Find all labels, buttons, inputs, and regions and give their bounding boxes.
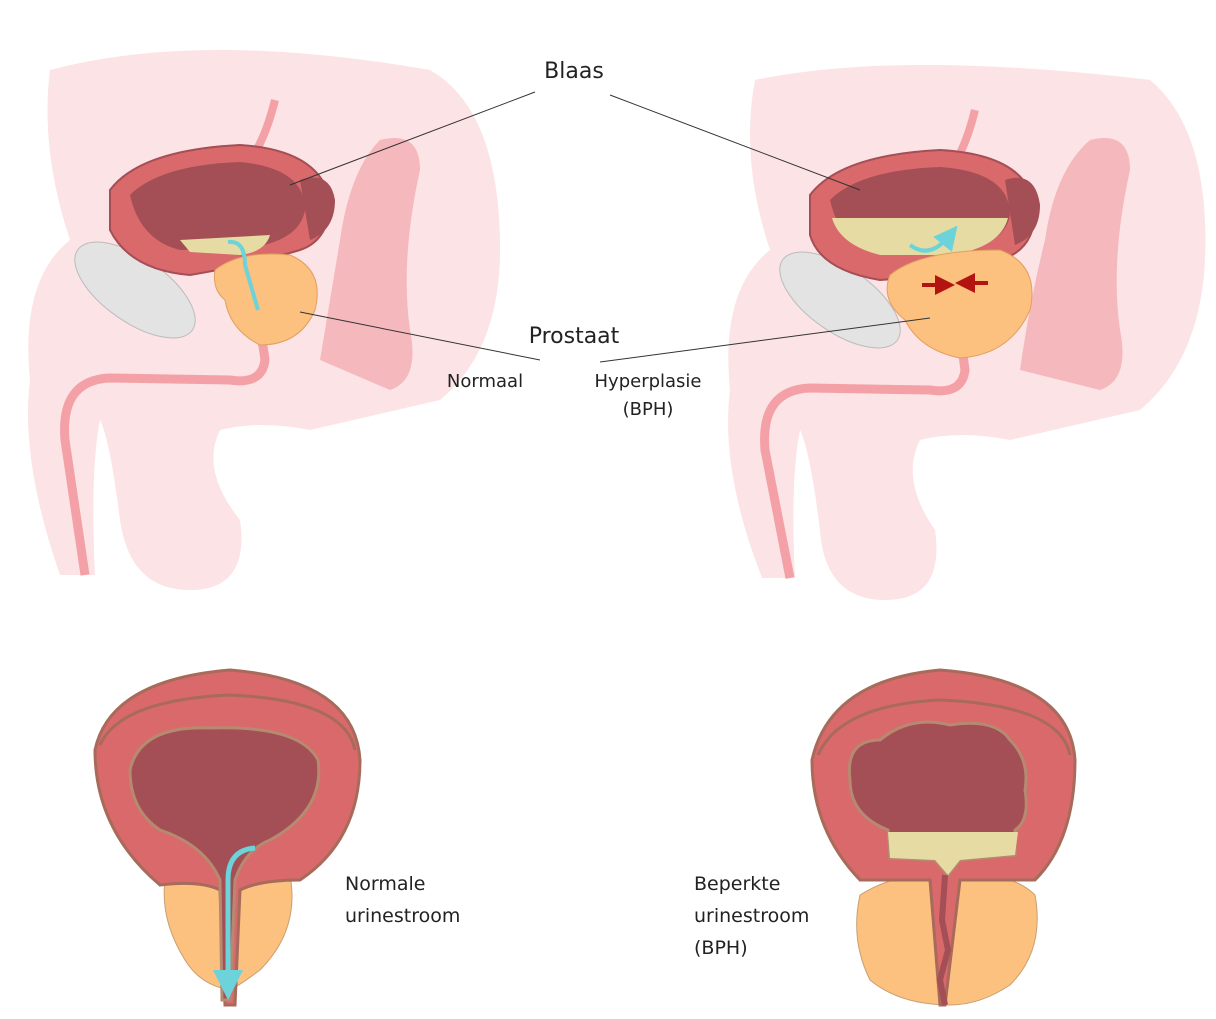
residual-urine	[888, 832, 1018, 875]
seminal-vesicle	[300, 177, 335, 240]
urine	[180, 235, 270, 255]
label-hyperplasia-abbr: (BPH)	[623, 399, 674, 420]
bladder-rim	[816, 698, 1072, 756]
seminal-vesicle	[1005, 177, 1040, 245]
label-restricted-flow-1: Beperkte	[694, 873, 780, 895]
normal-flow-arrow	[213, 845, 256, 1000]
label-restricted-flow-2: urinestroom	[694, 905, 809, 927]
label-restricted-flow-3: (BPH)	[694, 937, 748, 959]
bladder-lumen	[128, 726, 321, 1002]
normal-anatomy	[28, 50, 500, 590]
compressed-urethra	[936, 874, 952, 1006]
bladder-lumen	[130, 162, 305, 250]
rectum	[320, 138, 420, 390]
label-normal-flow-2: urinestroom	[345, 905, 460, 927]
label-prostate: Prostaat	[529, 324, 620, 349]
prostate-enlarged	[886, 249, 1033, 359]
urine-flow-arrow	[227, 239, 260, 311]
bph-cross-section	[810, 668, 1077, 1007]
leader-lines	[289, 91, 931, 363]
bph-anatomy	[728, 65, 1206, 600]
label-bladder: Blaas	[544, 59, 604, 84]
urine	[832, 218, 1008, 255]
rectum	[1020, 138, 1130, 390]
backflow-arrow	[908, 225, 958, 253]
label-normal: Normaal	[447, 371, 523, 392]
label-hyperplasia: Hyperplasie	[595, 371, 702, 392]
prostate	[214, 253, 318, 346]
bladder-rim	[98, 693, 357, 751]
label-normal-flow-1: Normale	[345, 873, 425, 895]
normal-cross-section	[93, 668, 362, 1007]
